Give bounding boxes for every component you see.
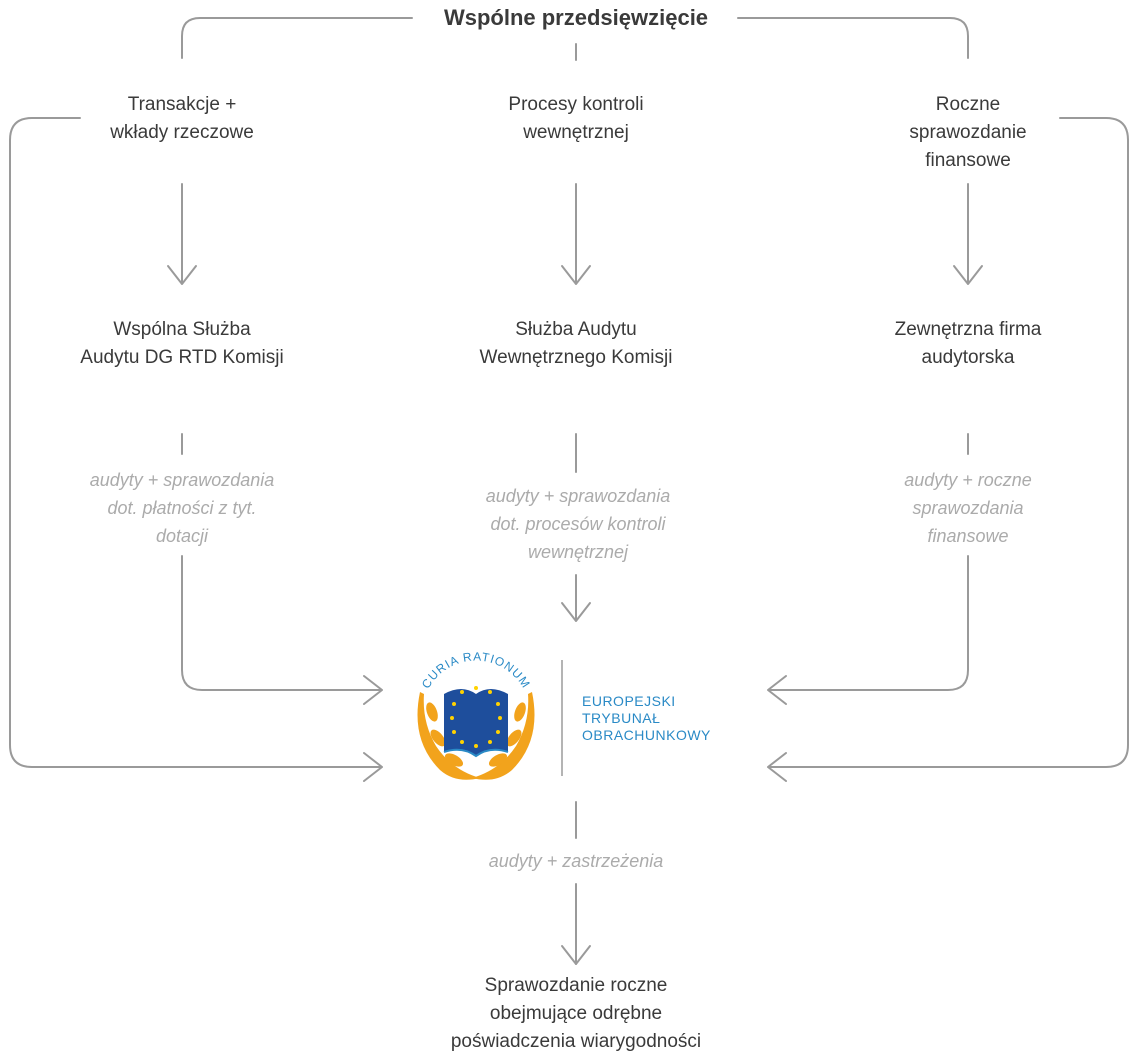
open-book-icon — [443, 689, 509, 758]
arrowhead-right-eca — [767, 675, 787, 705]
outer-loop-right — [769, 117, 1129, 768]
stars — [450, 686, 502, 748]
arrowhead-center-2 — [561, 602, 591, 622]
eca-logo: CURIA RATIONUM — [417, 649, 563, 780]
arrowhead-left-eca — [363, 675, 383, 705]
top-bracket-right — [737, 17, 969, 59]
auditor-dg-rtd: Wspólna Służba Audytu DG RTD Komisji — [80, 319, 284, 368]
auditor-external-firm: Zewnętrzna firma audytorska — [894, 319, 1042, 368]
source-control-processes: Procesy kontroli wewnętrznej — [508, 94, 644, 143]
output-grant-payments: audyty + sprawozdania dot. płatności z t… — [89, 470, 275, 546]
connector-left — [181, 555, 381, 691]
top-bracket-left — [181, 17, 413, 59]
output-control-processes: audyty + sprawozdania dot. procesów kont… — [485, 486, 671, 562]
laurel-wreath — [417, 692, 535, 780]
eca-name: EUROPEJSKI TRYBUNAŁ OBRACHUNKOWY — [582, 693, 711, 743]
source-annual-financial-statements: Roczne sprawozdanie finansowe — [909, 94, 1027, 171]
eca-output: audyty + zastrzeżenia — [488, 851, 664, 871]
arrowhead-outer-right — [767, 752, 787, 782]
arrowhead-center-1 — [561, 265, 591, 285]
arrowhead-left-1 — [167, 265, 197, 285]
arrowhead-right-1 — [953, 265, 983, 285]
diagram-title: Wspólne przedsięwzięcie — [437, 3, 715, 33]
connector-right — [769, 555, 969, 691]
final-report: Sprawozdanie roczne obejmujące odrębne p… — [450, 975, 702, 1052]
arrowhead-final — [561, 945, 591, 965]
arrowhead-outer-left — [363, 752, 383, 782]
source-transactions: Transakcje + wkłady rzeczowe — [110, 94, 254, 143]
auditor-ias: Służba Audytu Wewnętrznego Komisji — [479, 319, 673, 368]
eca-motto: CURIA RATIONUM — [419, 649, 533, 690]
outer-loop-left — [9, 117, 381, 768]
output-financial-statements: audyty + roczne sprawozdania finansowe — [904, 470, 1032, 546]
